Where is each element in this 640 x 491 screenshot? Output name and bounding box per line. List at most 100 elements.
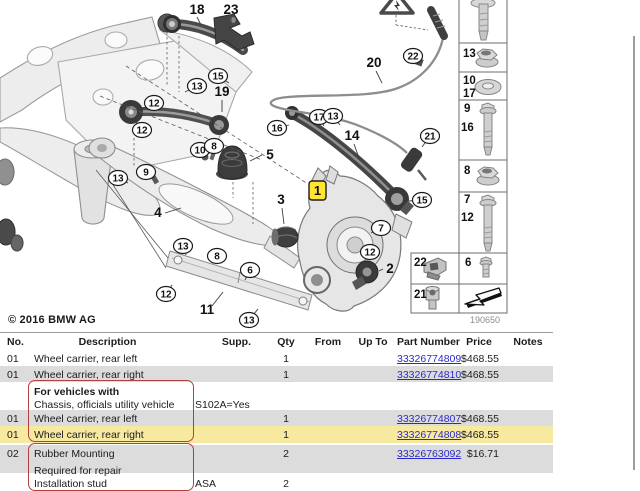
fastener-cell-number-8[interactable]: 8 (464, 165, 471, 177)
page-turn-arrow-icon[interactable] (464, 287, 502, 308)
callout-19[interactable]: 19 (214, 84, 230, 112)
svg-text:3: 3 (277, 192, 285, 207)
callout-13[interactable]: 13 (322, 107, 344, 126)
svg-text:12: 12 (136, 126, 148, 137)
cell-no: 01 (7, 413, 19, 425)
callout-6[interactable]: 6 (239, 261, 261, 281)
callout-3[interactable]: 3 (277, 192, 285, 225)
part-number-link[interactable]: 33326774807 (397, 413, 462, 425)
callout-18[interactable]: 18 (189, 2, 205, 26)
callout-5[interactable]: 5 (249, 147, 274, 162)
rubber-mount (216, 145, 248, 180)
svg-text:15: 15 (416, 196, 428, 207)
cell-qty: 1 (283, 413, 289, 425)
clip-icon (423, 257, 447, 281)
part-number-link[interactable]: 33326774809 (397, 353, 462, 365)
part-number-link[interactable]: 33326774810 (397, 369, 462, 381)
washer-icon (474, 79, 502, 95)
callout-13[interactable]: 13 (172, 237, 194, 256)
fastener-cell-number-13[interactable]: 13 (463, 48, 476, 60)
callout-15[interactable]: 15 (207, 67, 230, 85)
fastener-cell-number-22[interactable]: 22 (414, 257, 427, 269)
cell-description: Installation stud (34, 478, 107, 490)
column-header-no: No. (7, 335, 24, 348)
push-rod (165, 250, 313, 311)
fastener-cell-number-17[interactable]: 17 (463, 88, 476, 100)
callout-22[interactable]: 22 (402, 47, 424, 65)
svg-text:18: 18 (189, 2, 205, 17)
highlighted-callout-1[interactable]: 1 (308, 180, 327, 201)
fastener-cell-number-12[interactable]: 12 (461, 212, 474, 224)
bolt-icon (470, 0, 496, 41)
callout-20[interactable]: 20 (366, 55, 383, 84)
callout-15[interactable]: 15 (408, 191, 433, 209)
mounting-bracket (213, 13, 255, 51)
vertical-divider (633, 36, 635, 470)
callout-13[interactable]: 13 (107, 169, 129, 187)
callout-8[interactable]: 8 (203, 137, 225, 155)
callout-14[interactable]: 14 (344, 128, 360, 159)
cell-description: Wheel carrier, rear right (34, 429, 144, 441)
callout-8[interactable]: 8 (206, 247, 228, 265)
cell-description: Wheel carrier, rear right (34, 369, 144, 381)
fastener-cell-number-21[interactable]: 21 (414, 289, 427, 301)
svg-text:8: 8 (214, 252, 220, 263)
callout-12[interactable]: 12 (155, 284, 177, 303)
fastener-cell-number-6[interactable]: 6 (465, 257, 471, 269)
cell-part-number: 33326774808 (397, 428, 461, 442)
callout-21[interactable]: 21 (419, 127, 441, 148)
svg-text:12: 12 (160, 290, 172, 301)
callout-23[interactable]: 23 (223, 2, 239, 23)
flange-nut-icon (476, 166, 500, 186)
svg-text:4: 4 (154, 205, 162, 220)
callout-4[interactable]: 4 (154, 205, 182, 220)
callout-12[interactable]: 12 (359, 243, 381, 261)
fastener-cell-number-9[interactable]: 9 (464, 103, 470, 115)
copyright-notice: © 2016 BMW AG (8, 314, 96, 326)
bushing (271, 226, 299, 248)
callout-11[interactable]: 11 (200, 291, 224, 317)
svg-text:1: 1 (314, 183, 321, 198)
cell-part-number: 33326774807 (397, 412, 461, 426)
cell-supp: ASA (195, 478, 217, 490)
callout-9[interactable]: 9 (135, 163, 157, 181)
column-header-supp: Supp. (221, 335, 251, 348)
svg-text:13: 13 (191, 82, 203, 93)
cell-description: Wheel carrier, rear left (34, 353, 138, 365)
fastener-cell-number-16[interactable]: 16 (461, 122, 474, 134)
rubber-mounting-bushing (352, 260, 379, 290)
callout-16[interactable]: 16 (266, 119, 290, 137)
svg-text:22: 22 (407, 52, 419, 63)
fastener-cell-number-7[interactable]: 7 (464, 194, 470, 206)
group-condition-code: S102A=Yes (195, 399, 250, 411)
svg-text:11: 11 (200, 302, 215, 317)
fastener-cell-number-10[interactable]: 10 (463, 75, 476, 87)
svg-text:5: 5 (266, 147, 274, 162)
table-header-row: No. Description Supp. Qty From Up To Par… (0, 333, 553, 350)
part-number-link[interactable]: 33326763092 (397, 448, 462, 460)
callout-13[interactable]: 13 (238, 308, 260, 329)
callout-13[interactable]: 13 (184, 77, 208, 95)
flange-nut-icon (475, 48, 499, 68)
cell-qty: 1 (283, 353, 289, 365)
svg-text:7: 7 (378, 224, 384, 235)
parts-table: No. Description Supp. Qty From Up To Par… (0, 332, 553, 491)
callout-7[interactable]: 7 (370, 219, 392, 237)
cell-price: $16.71 (466, 448, 499, 460)
callout-2[interactable]: 2 (378, 261, 394, 276)
callout-12[interactable]: 12 (141, 94, 165, 112)
camber-control-arm (285, 106, 414, 216)
svg-text:2: 2 (386, 261, 394, 276)
callout-12[interactable]: 12 (131, 118, 153, 139)
small-bolt-icon (479, 256, 493, 278)
part-number-link[interactable]: 33326774808 (397, 429, 462, 441)
svg-text:17: 17 (313, 113, 325, 124)
svg-text:12: 12 (364, 248, 376, 259)
